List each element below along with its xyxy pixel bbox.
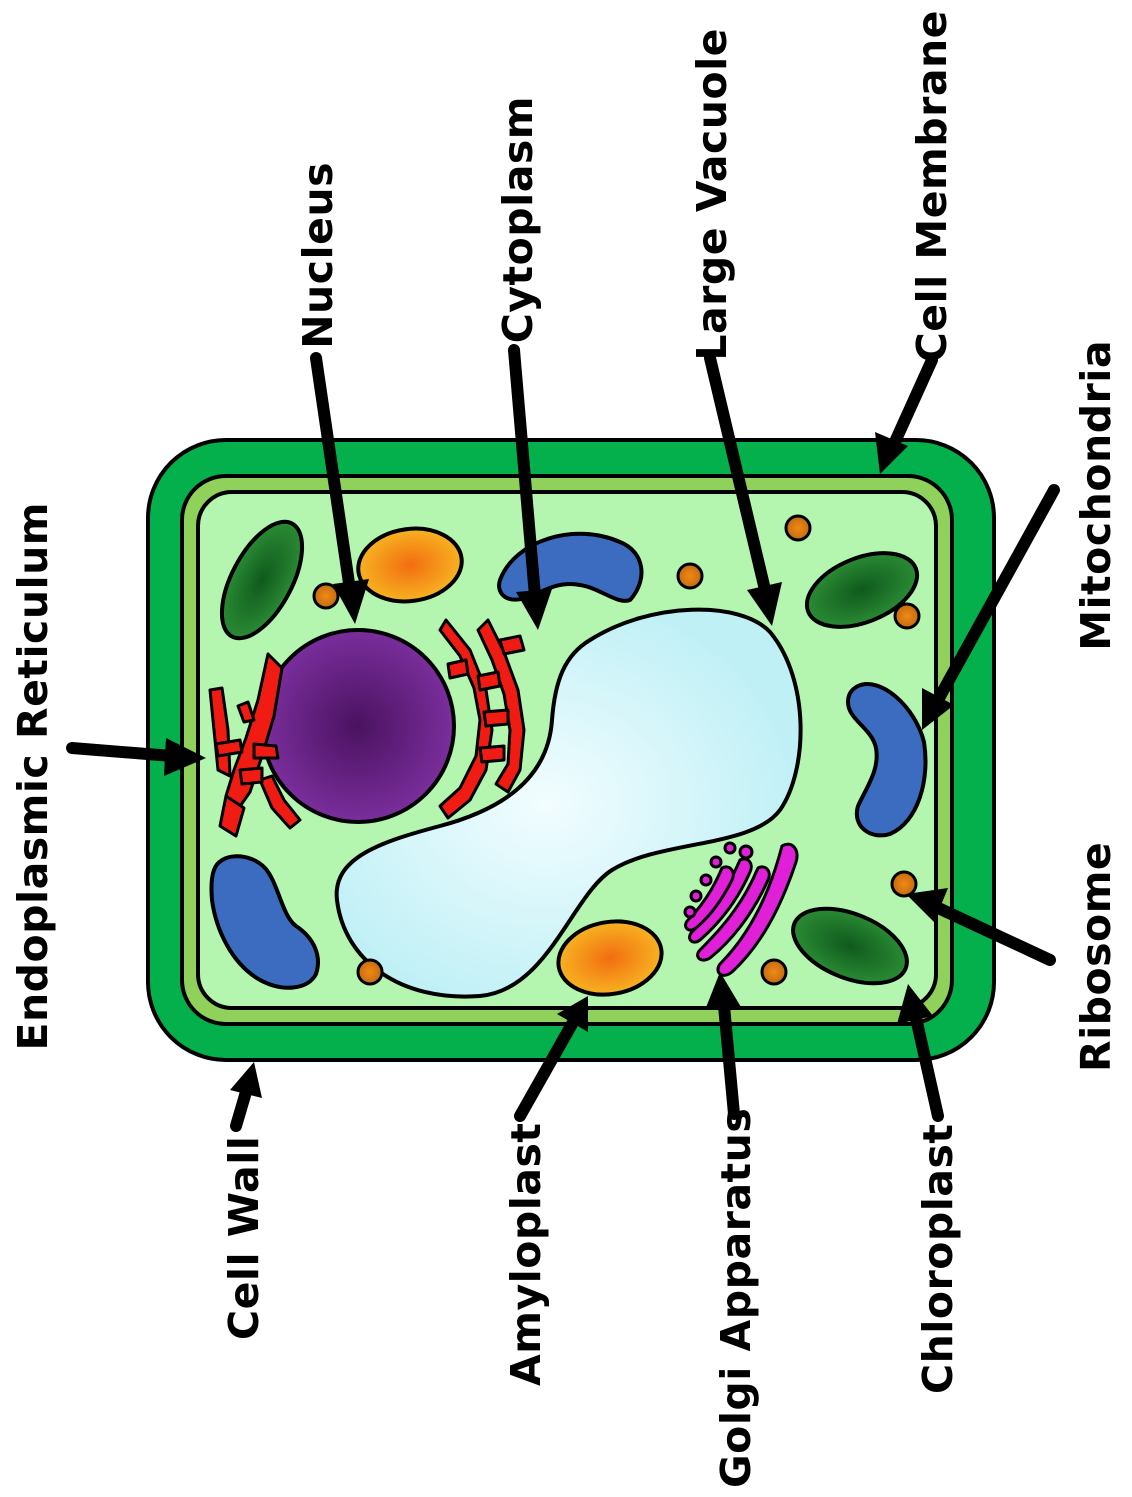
label-large-vacuole: Large Vacuole: [688, 28, 736, 361]
label-cell-membrane: Cell Membrane: [908, 10, 956, 362]
ribosome: [358, 960, 382, 984]
label-mitochondria: Mitochondria: [1072, 340, 1120, 651]
ribosome: [314, 584, 338, 608]
nucleus: [262, 630, 454, 822]
ribosome: [895, 604, 919, 628]
label-amyloplast: Amyloplast: [502, 1123, 550, 1386]
label-nucleus: Nucleus: [294, 162, 342, 349]
label-golgi-apparatus: Golgi Apparatus: [712, 1108, 760, 1488]
label-cell-wall: Cell Wall: [220, 1136, 268, 1340]
arrow-cell-wall: [230, 1062, 262, 1126]
label-endoplasmic-reticulum: Endoplasmic Reticulum: [9, 502, 57, 1051]
ribosome: [892, 872, 916, 896]
ribosome: [678, 564, 702, 588]
label-cytoplasm: Cytoplasm: [494, 96, 542, 343]
label-ribosome: Ribosome: [1072, 842, 1120, 1072]
ribosome: [786, 516, 810, 540]
label-chloroplast: Chloroplast: [914, 1124, 962, 1394]
ribosome: [762, 960, 786, 984]
